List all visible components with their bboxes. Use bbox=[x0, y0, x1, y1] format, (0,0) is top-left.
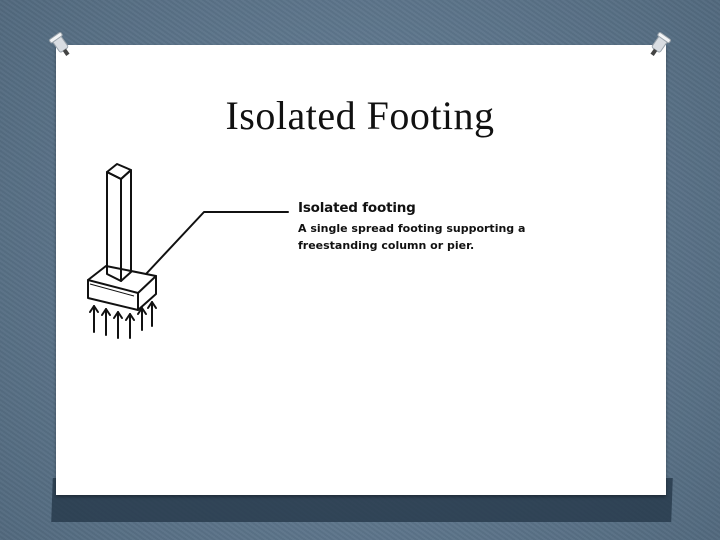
column-on-spread-footing-illustration bbox=[87, 163, 289, 339]
caption-title: Isolated footing bbox=[298, 200, 416, 216]
caption-description: A single spread footing supporting a fre… bbox=[298, 222, 526, 252]
footing-figure: Isolated footing A single spread footing… bbox=[78, 150, 570, 350]
slide-title: Isolated Footing bbox=[225, 93, 495, 138]
pushpin-icon bbox=[650, 32, 671, 56]
figure-caption: Isolated footing A single spread footing… bbox=[298, 200, 568, 254]
pushpin-icon bbox=[49, 32, 70, 56]
